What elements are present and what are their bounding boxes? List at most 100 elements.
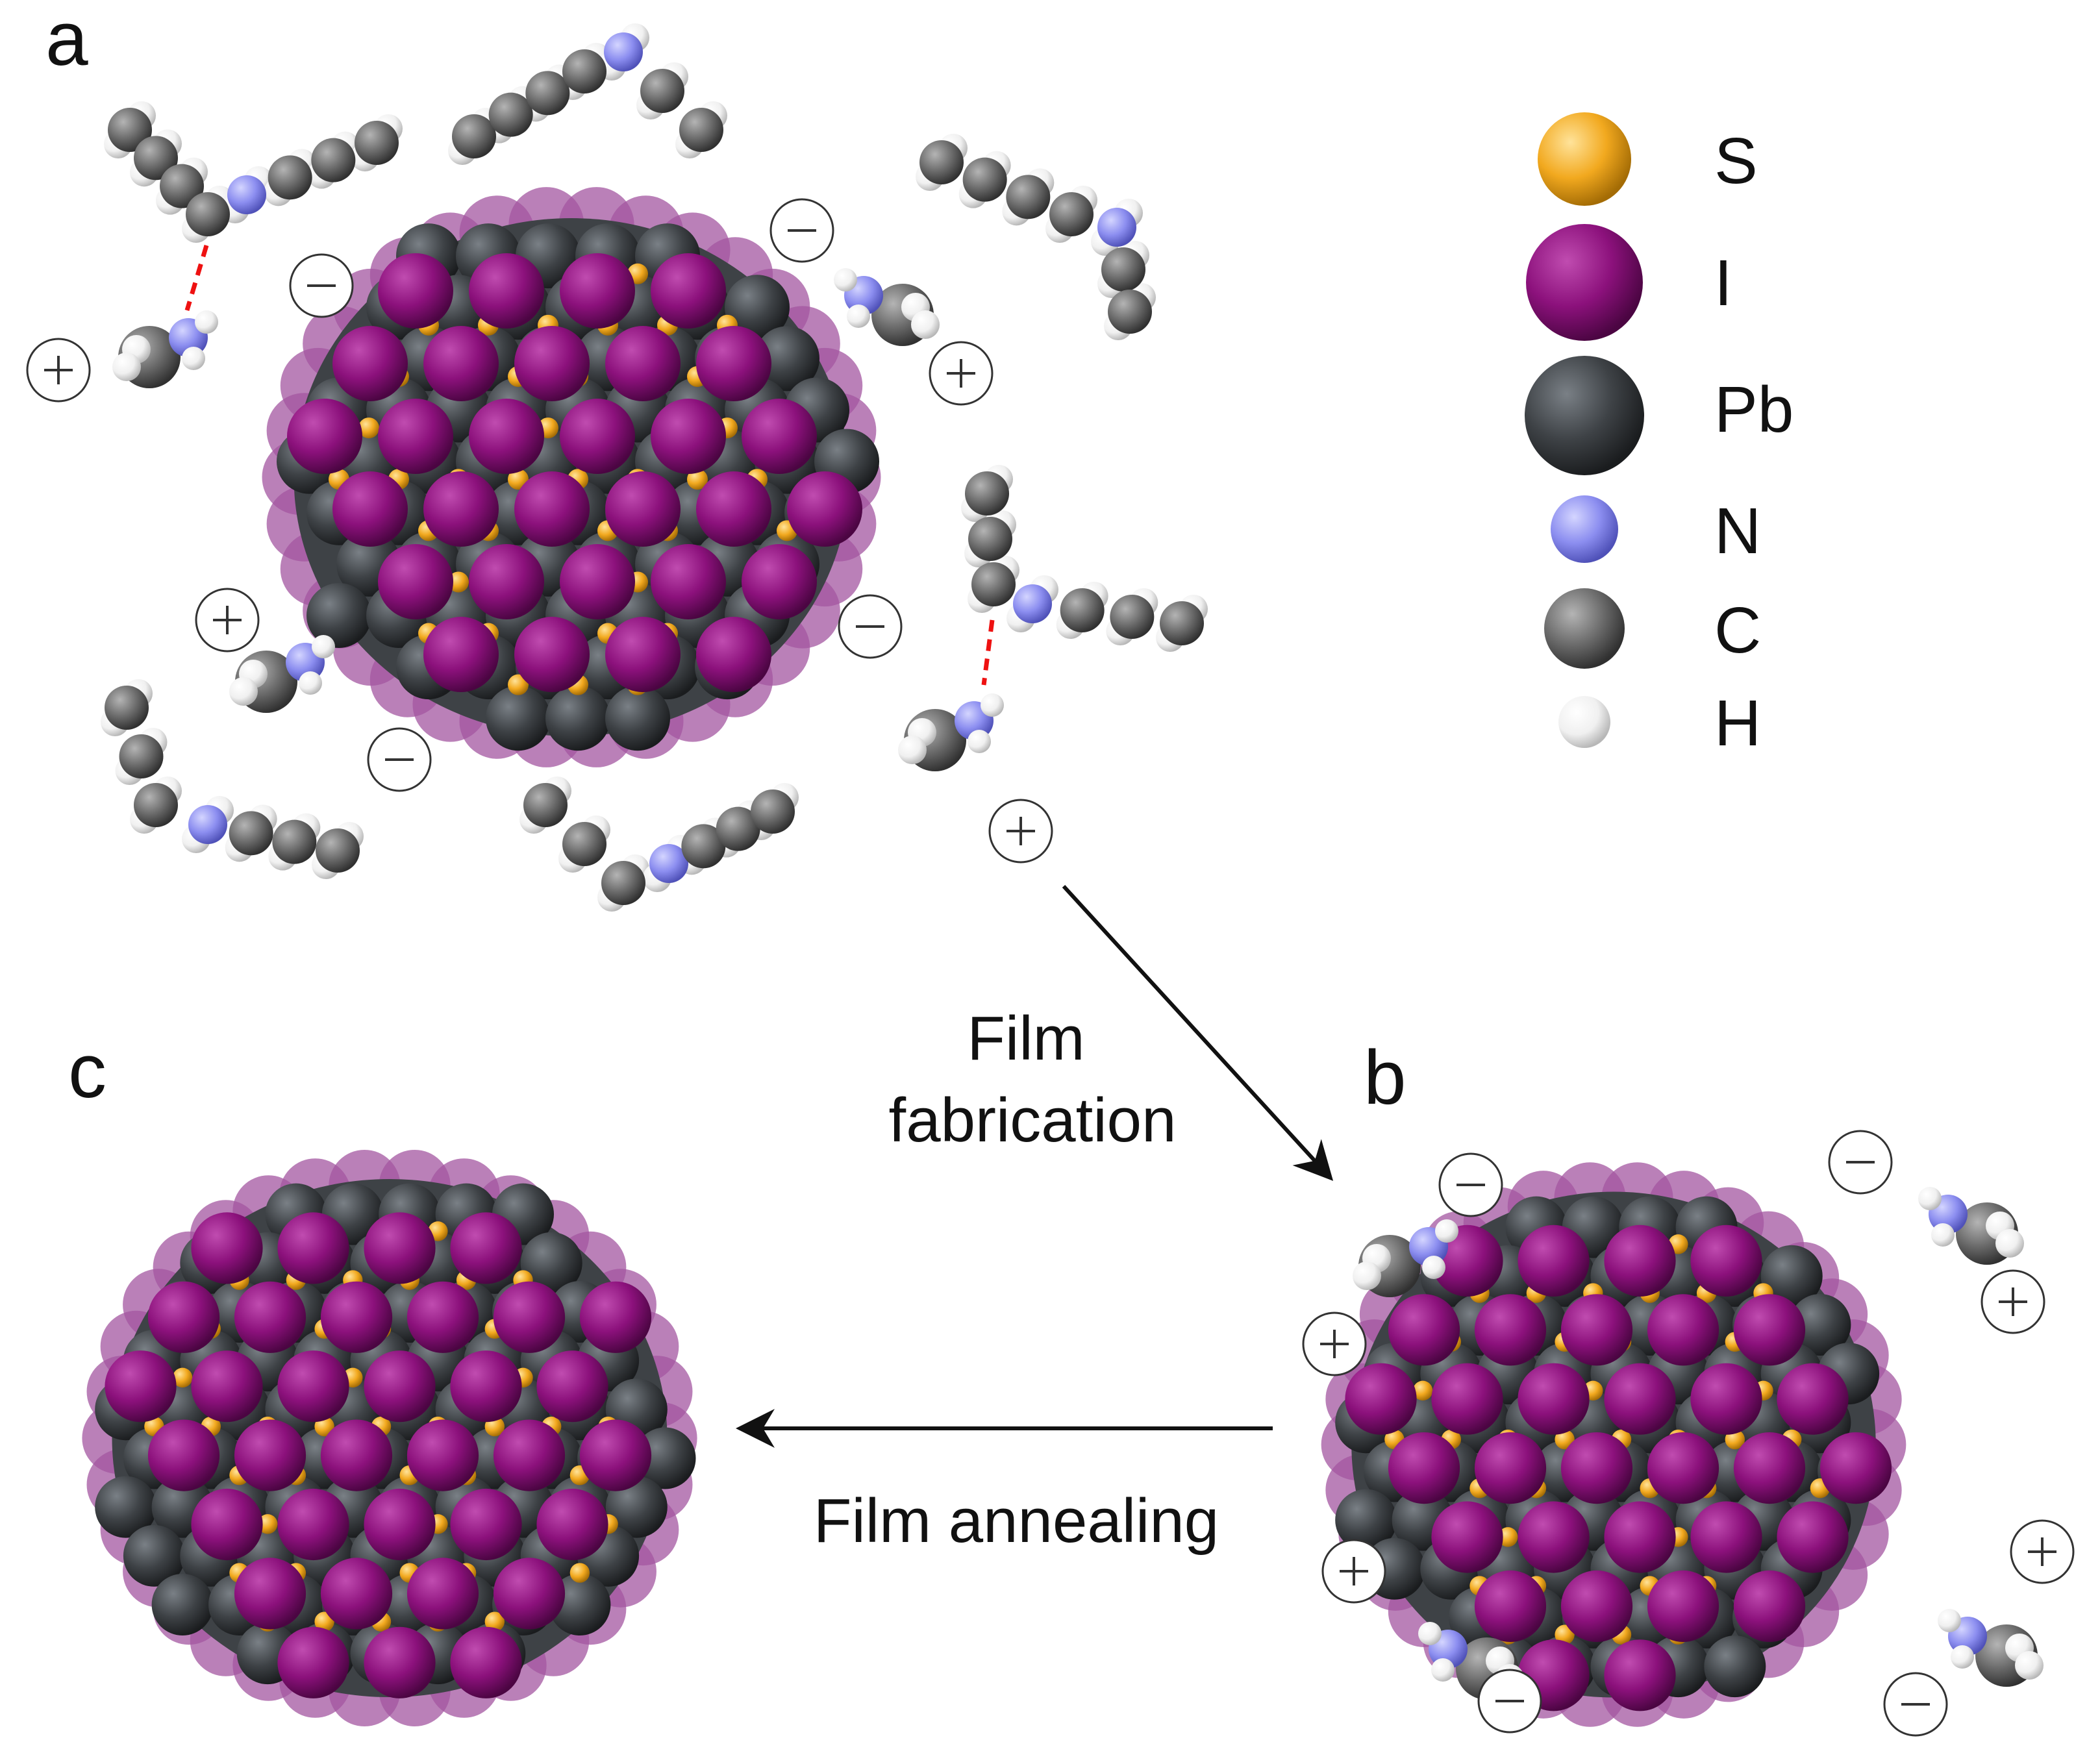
- iodine-atom: [320, 1419, 393, 1491]
- negative-charge-icon: [289, 253, 354, 318]
- carbon-atom: [1108, 290, 1152, 334]
- iodine-atom: [579, 1419, 652, 1491]
- hydrogen-atom: [1918, 1187, 1942, 1210]
- lead-atom: [1789, 1293, 1851, 1356]
- iodine-atom: [1604, 1363, 1676, 1435]
- carbon-atom: [679, 108, 723, 152]
- iodine-atom: [1560, 1294, 1633, 1366]
- carbon-atom: [640, 69, 684, 113]
- negative-charge-icon: [1828, 1130, 1893, 1195]
- carbon-atom: [316, 828, 360, 873]
- negative-charge-icon: [838, 594, 903, 659]
- lead-atom: [1704, 1635, 1766, 1698]
- carbon-atom: [525, 71, 570, 116]
- hydrogen-atom: [1431, 1658, 1455, 1682]
- iodine-atom: [423, 617, 499, 692]
- legend-swatch-pb: [1525, 356, 1644, 475]
- iodine-atom: [191, 1350, 263, 1423]
- carbon-atom: [268, 155, 312, 200]
- iodine-atom: [1345, 1363, 1417, 1435]
- hydrogen-bond-right: [981, 619, 995, 686]
- carbon-atom: [1110, 595, 1155, 639]
- iodine-atom: [1777, 1501, 1849, 1573]
- iodine-atom: [234, 1558, 306, 1630]
- iodine-atom: [1690, 1363, 1762, 1435]
- iodine-atom: [514, 471, 590, 547]
- carbon-atom: [962, 157, 1007, 202]
- iodine-atom: [536, 1350, 608, 1423]
- hydrogen-atom: [1422, 1256, 1445, 1279]
- fabrication-label-line2: fabrication: [889, 1086, 1177, 1155]
- sulfur-atom: [258, 1514, 278, 1534]
- iodine-atom: [1518, 1225, 1590, 1297]
- carbon-atom: [601, 861, 645, 905]
- lead-atom: [486, 686, 551, 751]
- sulfur-atom: [569, 1563, 590, 1583]
- iodine-atom: [1647, 1570, 1719, 1642]
- legend-entry-c: C: [1544, 588, 1761, 669]
- sulfur-atom: [687, 469, 708, 490]
- carbon-atom: [186, 192, 230, 236]
- sulfur-atom: [1555, 1624, 1575, 1645]
- iodine-atom: [1518, 1501, 1590, 1573]
- legend-swatch-c: [1544, 588, 1625, 669]
- iodine-atom: [1690, 1501, 1762, 1573]
- legend-entry-pb: Pb: [1525, 356, 1794, 475]
- nitrogen-atom: [1013, 584, 1052, 623]
- nitrogen-atom: [188, 805, 227, 844]
- annealing-label: Film annealing: [814, 1486, 1219, 1556]
- iodine-atom: [1560, 1432, 1633, 1504]
- iodine-atom: [364, 1488, 436, 1561]
- iodine-atom: [1474, 1294, 1547, 1366]
- iodine-atom: [1431, 1501, 1503, 1573]
- legend-label-pb: Pb: [1714, 373, 1794, 446]
- iodine-atom: [1604, 1639, 1676, 1711]
- hydrogen-atom: [299, 671, 322, 695]
- legend-label-i: I: [1714, 247, 1732, 319]
- legend-swatch-h: [1558, 696, 1610, 748]
- panel-label-a: a: [45, 0, 88, 82]
- hydrogen-atom: [1435, 1219, 1458, 1243]
- iodine-atom: [469, 544, 544, 619]
- iodine-atom: [364, 1212, 436, 1284]
- iodine-atom: [1733, 1432, 1806, 1504]
- iodine-atom: [1388, 1432, 1460, 1504]
- legend-label-s: S: [1714, 125, 1758, 197]
- carbon-atom: [229, 811, 273, 856]
- positive-charge-icon: [195, 588, 260, 653]
- iodine-atom: [332, 471, 408, 547]
- iodine-atom: [493, 1558, 566, 1630]
- nanocrystal-film-state: [1321, 1162, 1906, 1727]
- iodine-atom: [651, 399, 726, 474]
- carbon-atom: [105, 686, 149, 730]
- iodine-atom: [605, 326, 681, 401]
- iodine-atom: [696, 617, 771, 692]
- iodine-atom: [1733, 1570, 1806, 1642]
- positive-charge-icon: [26, 338, 91, 403]
- lead-atom: [634, 1427, 696, 1489]
- positive-charge-icon: [1302, 1312, 1367, 1376]
- lead-atom: [95, 1476, 157, 1538]
- sulfur-atom: [358, 417, 379, 439]
- carbon-atom: [488, 92, 533, 137]
- legend-swatch-s: [1538, 112, 1631, 206]
- iodine-atom: [406, 1558, 479, 1630]
- iodine-atom: [1647, 1294, 1719, 1366]
- iodine-atom: [450, 1488, 522, 1561]
- nitrogen-atom: [604, 32, 643, 71]
- hydrogen-atom: [195, 310, 218, 334]
- hydrogen-atom: [981, 693, 1004, 717]
- iodine-atom: [696, 326, 771, 401]
- carbon-atom: [355, 121, 399, 165]
- iodine-atom: [320, 1281, 393, 1353]
- lead-atom: [123, 1524, 185, 1587]
- iodine-atom: [450, 1626, 522, 1698]
- panel-label-b: b: [1364, 1035, 1406, 1121]
- iodine-atom: [105, 1350, 177, 1423]
- nanocrystal-solution-state: [262, 187, 881, 767]
- carbon-atom: [134, 783, 178, 827]
- iodine-atom: [191, 1488, 263, 1561]
- legend-label-h: H: [1714, 687, 1761, 760]
- sulfur-atom: [484, 1611, 505, 1632]
